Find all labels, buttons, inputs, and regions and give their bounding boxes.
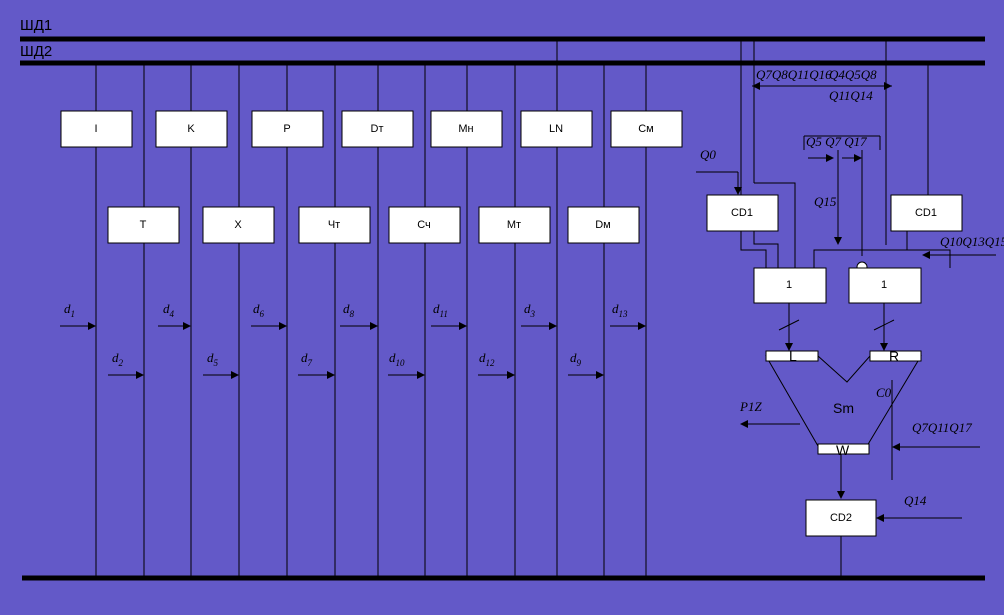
q-top2-label: Q4Q5Q8 bbox=[829, 67, 877, 82]
block-X-label: X bbox=[234, 219, 242, 231]
input-label-d13: d13 bbox=[612, 301, 628, 319]
column-lines bbox=[95, 39, 647, 578]
block-Sch-label: Сч bbox=[417, 219, 431, 231]
or-left-label: 1 bbox=[786, 279, 792, 291]
or-right-block bbox=[848, 267, 922, 304]
cd1-right-label: CD1 bbox=[915, 207, 937, 219]
block-K-label: K bbox=[187, 123, 195, 135]
bottom-blocks: T X Чт Сч Мт Dм bbox=[107, 206, 640, 244]
block-Dt-label: Dт bbox=[371, 123, 384, 135]
input-label-d1: d1 bbox=[64, 301, 75, 319]
input-label-d7: d7 bbox=[301, 350, 313, 368]
input-label-d5: d5 bbox=[207, 350, 219, 368]
input-label-d2: d2 bbox=[112, 350, 124, 368]
adder-label: Sm bbox=[833, 400, 854, 416]
input-label-d3: d3 bbox=[524, 301, 536, 319]
cd1-right-block bbox=[890, 194, 963, 232]
block-Sm-label: См bbox=[638, 123, 654, 135]
block-Mt bbox=[478, 206, 551, 244]
block-Cht-label: Чт bbox=[328, 219, 340, 231]
port-r-label: R bbox=[889, 348, 899, 364]
q-top1-label: Q7Q8Q11Q16 bbox=[756, 67, 832, 82]
block-T bbox=[107, 206, 180, 244]
p1z-label: P1Z bbox=[739, 399, 762, 414]
top-blocks: I K P Dт Мн LN См bbox=[60, 110, 683, 148]
bus1-label: ШД1 bbox=[20, 17, 52, 34]
input-label-d6: d6 bbox=[253, 301, 265, 319]
port-w-box bbox=[817, 443, 870, 455]
block-LN-label: LN bbox=[549, 123, 563, 135]
input-label-d4: d4 bbox=[163, 301, 175, 319]
block-I-label: I bbox=[94, 123, 97, 135]
adder-section: CD1 Q0 1 Q15 Q5 Q7 Q17 CD1 Q10Q13Q15 1 bbox=[696, 39, 1004, 578]
q7-11-17-label: Q7Q11Q17 bbox=[912, 420, 972, 435]
input-label-d8: d8 bbox=[343, 301, 355, 319]
q5-7-17-label: Q5 Q7 Q17 bbox=[806, 134, 867, 149]
block-Mn bbox=[430, 110, 503, 148]
port-l-label: L bbox=[789, 348, 797, 364]
block-Dm bbox=[567, 206, 640, 244]
input-label-d12: d12 bbox=[479, 350, 495, 368]
top-input-labels: d1 d4 d6 d8 d11 d3 d13 bbox=[64, 301, 628, 319]
block-Sm bbox=[610, 110, 683, 148]
bus2-label: ШД2 bbox=[20, 43, 52, 60]
input-label-d10: d10 bbox=[389, 350, 405, 368]
block-T-label: T bbox=[140, 219, 147, 231]
block-LN bbox=[520, 110, 593, 148]
input-label-d9: d9 bbox=[570, 350, 582, 368]
cd2-block bbox=[805, 499, 877, 537]
block-P bbox=[251, 110, 324, 148]
block-I bbox=[60, 110, 133, 148]
block-Sch bbox=[388, 206, 461, 244]
cd1-left-label: CD1 bbox=[731, 207, 753, 219]
q14-label: Q14 bbox=[904, 493, 927, 508]
block-P-label: P bbox=[283, 123, 290, 135]
block-X bbox=[202, 206, 275, 244]
top-input-arrows bbox=[60, 322, 646, 330]
q15-label: Q15 bbox=[814, 194, 837, 209]
q10-13-15-label: Q10Q13Q15 bbox=[940, 234, 1004, 249]
input-label-d11: d11 bbox=[433, 301, 448, 319]
port-l-box bbox=[765, 350, 819, 362]
block-Dt bbox=[341, 110, 414, 148]
c0-label: C0 bbox=[876, 385, 892, 400]
block-Cht bbox=[298, 206, 371, 244]
port-r-box bbox=[869, 350, 922, 362]
cd1-left-block bbox=[706, 194, 779, 232]
cd2-label: CD2 bbox=[830, 512, 852, 524]
q-top3-label: Q11Q14 bbox=[829, 88, 873, 103]
or-right-label: 1 bbox=[881, 279, 887, 291]
block-Mt-label: Мт bbox=[507, 219, 521, 231]
bottom-input-labels: d2 d5 d7 d10 d12 d9 bbox=[112, 350, 582, 368]
or-left-block bbox=[753, 267, 827, 304]
block-Dm-label: Dм bbox=[595, 219, 611, 231]
q0-label: Q0 bbox=[700, 147, 716, 162]
block-K bbox=[155, 110, 228, 148]
block-Mn-label: Мн bbox=[458, 123, 473, 135]
port-w-label: W bbox=[836, 442, 850, 458]
bottom-input-arrows bbox=[108, 371, 604, 379]
